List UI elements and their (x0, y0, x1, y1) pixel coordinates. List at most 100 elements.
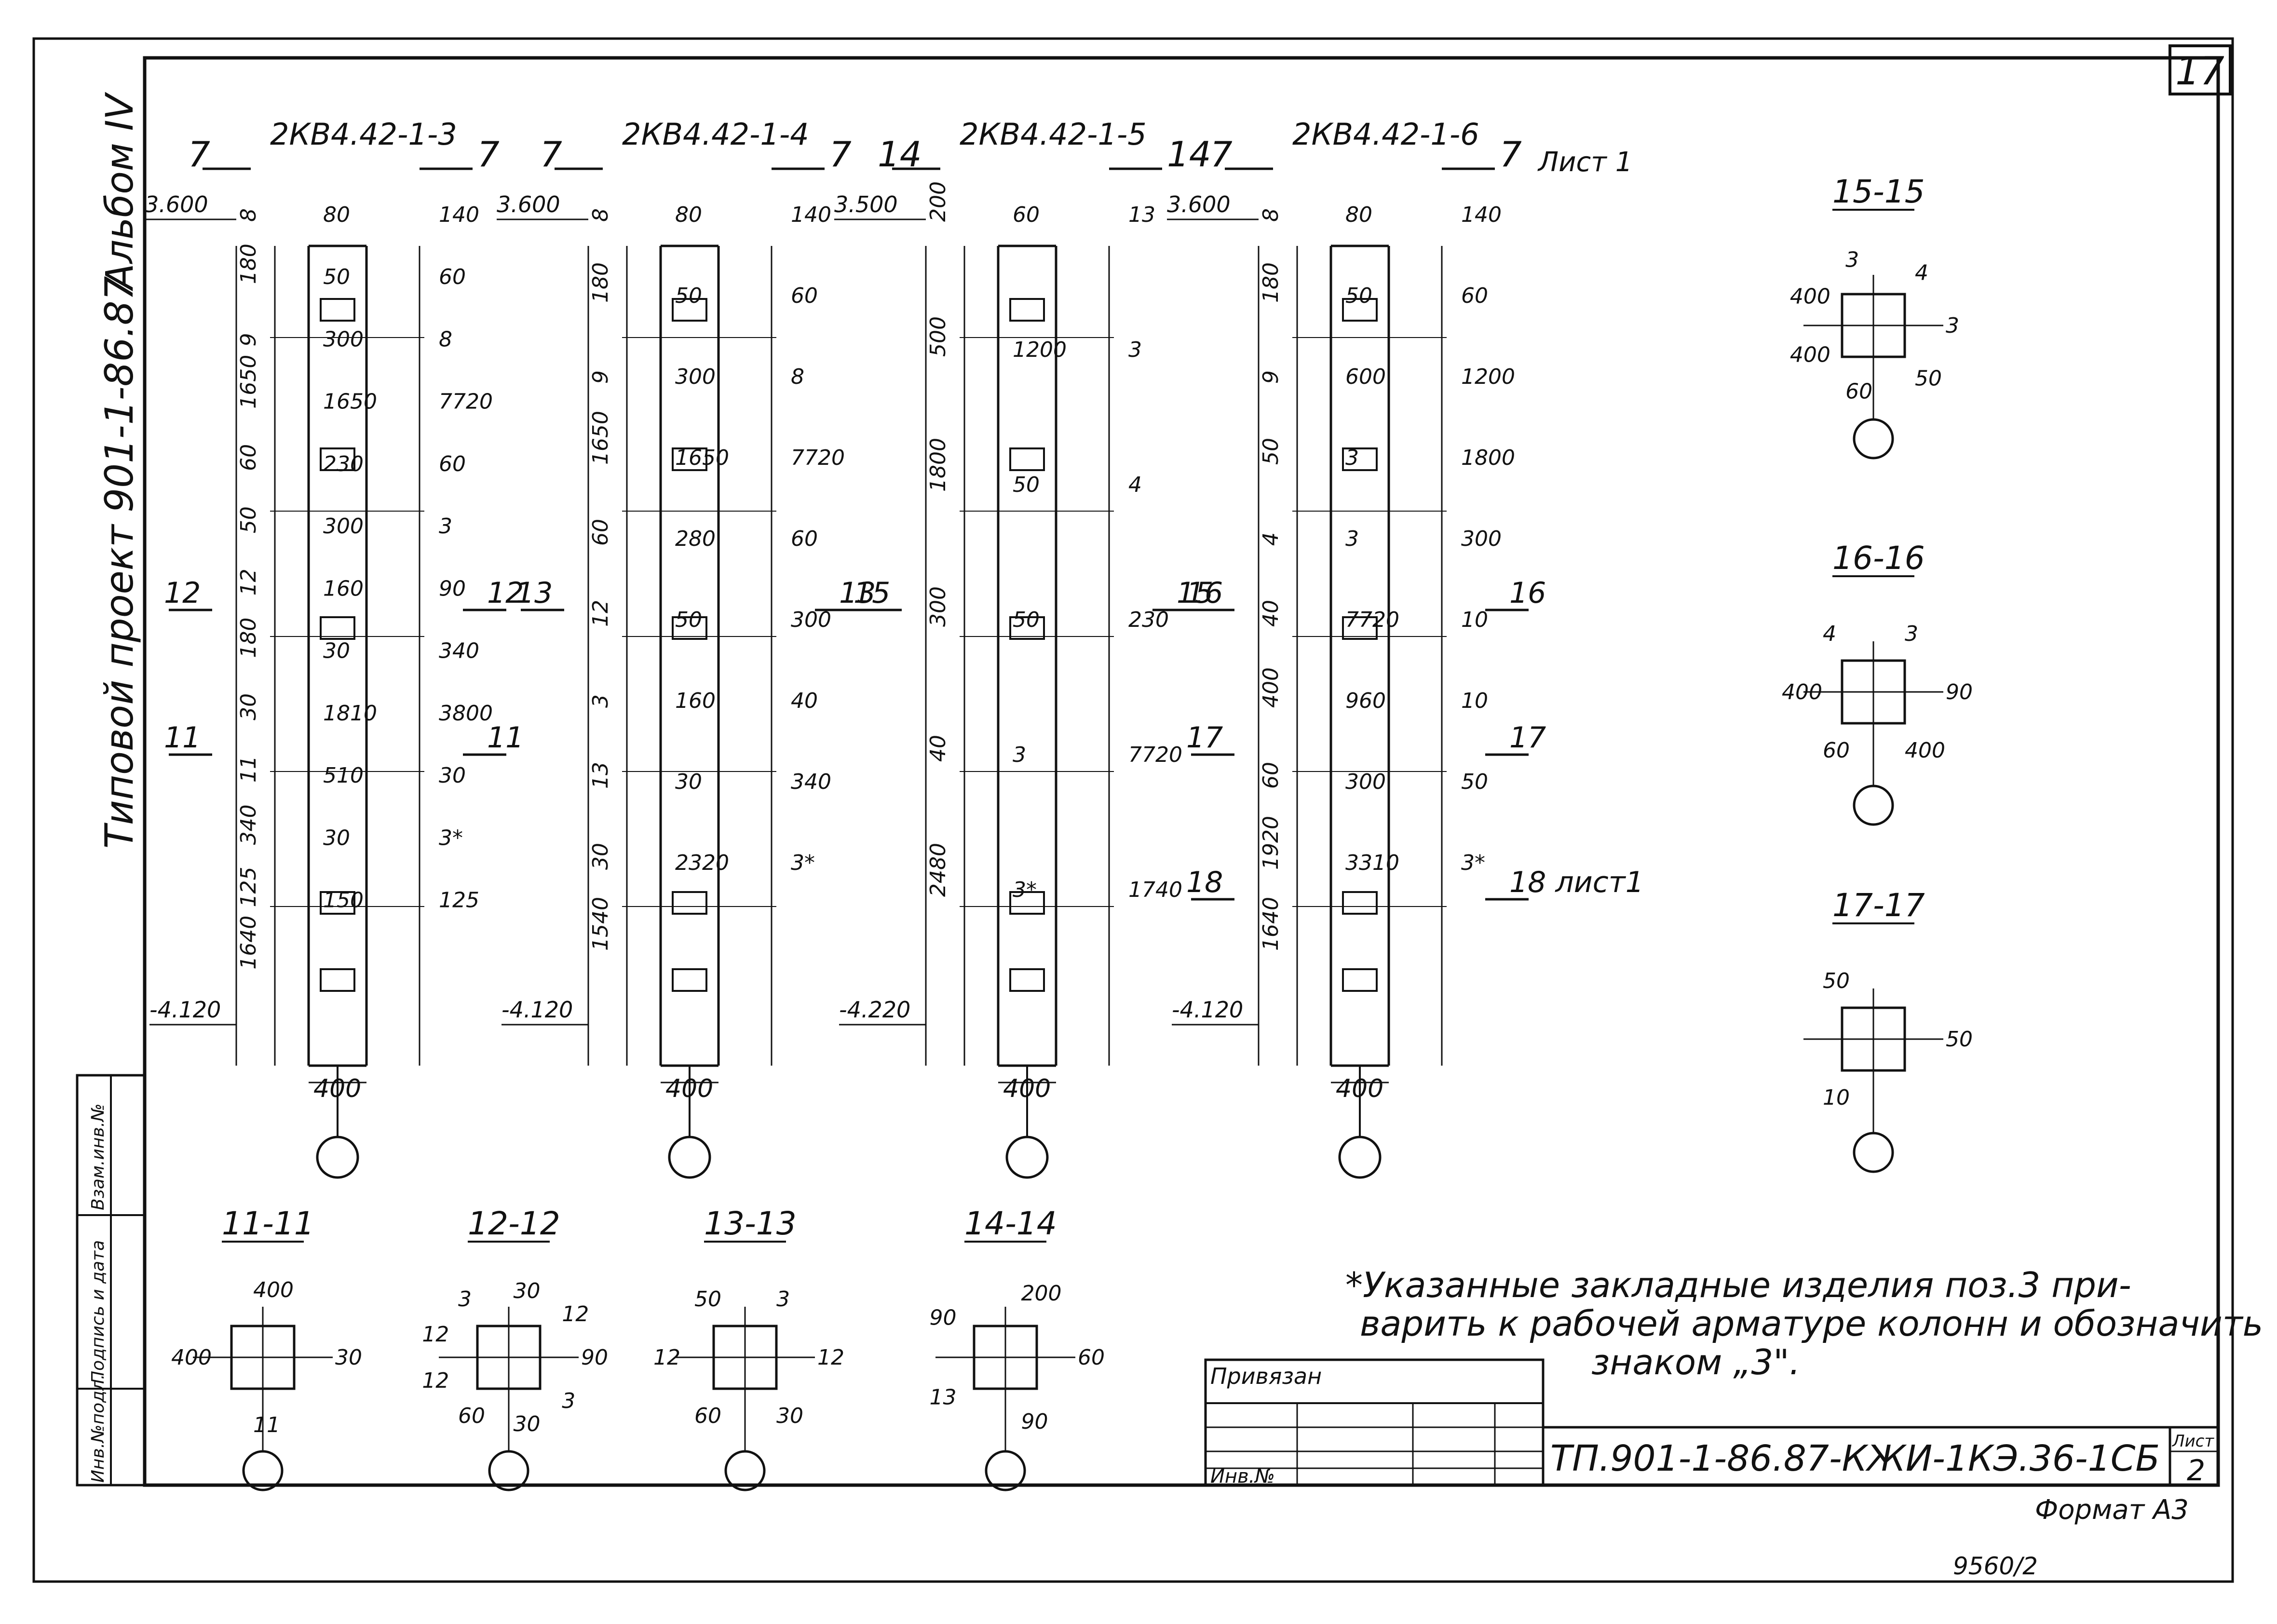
dim-label: 1540 (588, 897, 613, 951)
dim-label: 3* (791, 851, 815, 875)
cut-side-right: 11 (487, 721, 524, 755)
dim-label: 50 (1013, 608, 1040, 632)
dim-label: 180 (1259, 262, 1283, 303)
section-label: 3 (1946, 313, 1959, 338)
embedded-part (672, 447, 707, 471)
dim-label: 50 (675, 608, 702, 632)
section-label: 400 (1782, 680, 1822, 704)
stamp-inv-label: Инв.№подл. (88, 1374, 108, 1483)
dim-label: 7720 (1345, 608, 1399, 632)
cut-side-right: 17 (1509, 721, 1546, 755)
axis-circle (1005, 1136, 1049, 1179)
section-label: 3 (1905, 622, 1918, 646)
section-label: 12 (653, 1345, 680, 1370)
section-circle (242, 1450, 284, 1491)
section-label: 50 (1946, 1027, 1973, 1052)
dim-label: 30 (439, 763, 466, 788)
cut-side-left: 12 (164, 576, 201, 610)
embedded-part (1009, 891, 1045, 915)
section-label: 12 (562, 1302, 589, 1326)
dim-label: 3 (1013, 743, 1026, 767)
dim-label: 3 (1345, 446, 1359, 470)
dim-label: 50 (675, 284, 702, 308)
section-circle (1853, 418, 1894, 460)
dim-label: 90 (439, 576, 466, 601)
dim-label: 10 (1461, 608, 1488, 632)
dim-label: 9 (1259, 370, 1283, 384)
dim-label: 60 (1461, 284, 1488, 308)
section-title: 17-17 (1832, 887, 1925, 924)
column-mark: 2КВ4.42-1-4 (622, 117, 809, 152)
sheet-label: Лист (2171, 1432, 2214, 1451)
privyazan-label: Привязан (1210, 1363, 1322, 1389)
dim-label: 1640 (1259, 897, 1283, 951)
column-mark: 2КВ4.42-1-3 (270, 117, 457, 152)
section-label: 60 (694, 1404, 721, 1428)
dim-label: 3800 (439, 701, 493, 726)
section-title: 12-12 (468, 1205, 560, 1242)
dim-label: 200 (926, 181, 950, 222)
dim-label: 13 (588, 762, 613, 789)
dim-label: 8 (439, 327, 452, 352)
sheet-value: 2 (2187, 1454, 2205, 1488)
dim-label: 340 (439, 639, 479, 663)
cut-side-left: 11 (164, 721, 201, 755)
document-code: ТП.901-1-86.87-КЖИ-1КЭ.36-1СБ (1550, 1438, 2160, 1479)
dim-label: 125 (236, 867, 261, 907)
dim-label: 8 (1259, 208, 1283, 222)
project-label: Типовой проект 901-1-86.87 (97, 276, 142, 849)
dim-label: 300 (675, 365, 716, 389)
dim-label: 8 (236, 208, 261, 222)
column-width: 400 (665, 1074, 713, 1103)
dim-label: 180 (236, 618, 261, 658)
dim-label: 3310 (1345, 851, 1399, 875)
section-label: 4 (1823, 622, 1836, 646)
dim-label: 11 (236, 756, 261, 783)
bottom-level: -4.120 (149, 997, 221, 1023)
format-label: Формат А3 (2035, 1494, 2189, 1526)
dim-label: 30 (675, 770, 702, 794)
dim-label: 1650 (675, 446, 729, 470)
section-label: 50 (694, 1287, 721, 1312)
section-label: 13 (929, 1385, 956, 1409)
inv-no-label: Инв.№ (1210, 1465, 1275, 1488)
dim-label: 30 (236, 693, 261, 720)
embedded-part (1009, 447, 1045, 471)
section-label: 30 (335, 1345, 362, 1370)
section-label: 60 (458, 1404, 485, 1428)
bottom-level: -4.120 (1172, 997, 1243, 1023)
section-label: 50 (1915, 366, 1942, 391)
dim-label: 50 (1259, 438, 1283, 465)
dim-label: 60 (1259, 762, 1283, 789)
dim-label: 1640 (236, 916, 261, 970)
top-level: 3.600 (145, 191, 208, 217)
cut-side-left: 16 (1186, 576, 1223, 610)
section-label: 12 (817, 1345, 844, 1370)
cut-side-left: 15 (854, 576, 890, 610)
section-label: 400 (1905, 738, 1945, 763)
section-label: 11 (253, 1413, 280, 1437)
section-title: 13-13 (704, 1205, 797, 1242)
column-width: 400 (1003, 1074, 1051, 1103)
sheet-ref: Лист 1 (1537, 147, 1632, 178)
bottom-level: -4.220 (839, 997, 910, 1023)
section-label: 90 (1021, 1409, 1048, 1434)
section-label: 3 (562, 1389, 575, 1413)
dim-label: 1650 (588, 411, 613, 465)
note-line-2: варить к рабочей арматуре колонн и обозн… (1360, 1303, 2263, 1344)
dim-label: 3* (439, 826, 463, 850)
dim-label: 50 (1013, 473, 1040, 497)
stamp-sign-label: Подпись и дата (88, 1240, 108, 1384)
dim-label: 340 (236, 804, 261, 845)
dim-label: 1200 (1013, 338, 1067, 362)
dim-label: 80 (675, 203, 702, 227)
inner-frame (143, 56, 2220, 1487)
